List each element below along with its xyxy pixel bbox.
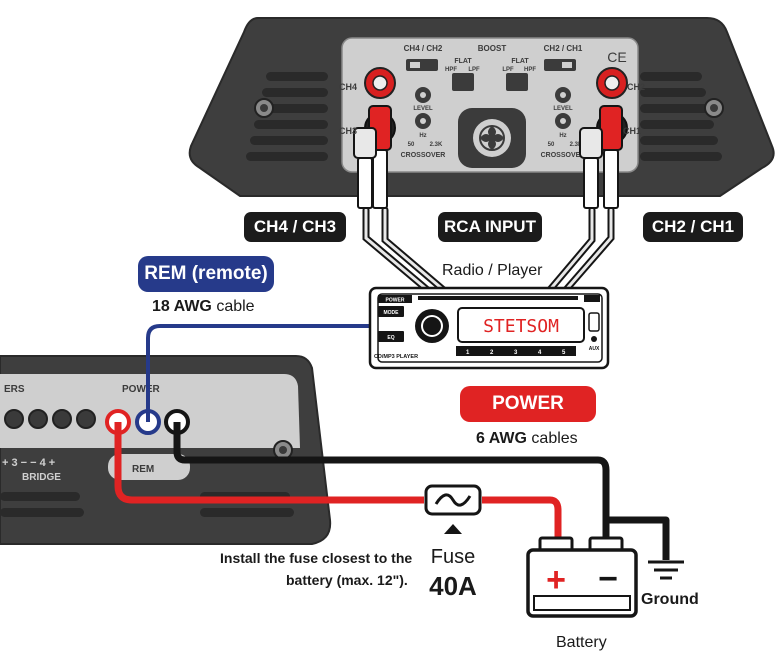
radio-volume-knob[interactable] bbox=[415, 309, 449, 343]
boost-label: BOOST bbox=[478, 44, 507, 53]
freq-knob-right[interactable] bbox=[555, 113, 571, 129]
freq-high-left: 2.3K bbox=[430, 142, 443, 148]
crossover-label-right: CROSSOVER bbox=[541, 152, 586, 159]
radio-preset-5[interactable]: 5 bbox=[562, 350, 566, 356]
power-cable-gauge: 6 AWG bbox=[476, 430, 527, 447]
screw-bottom-amp bbox=[273, 440, 293, 460]
screw-left bbox=[254, 98, 274, 118]
level-label-left: LEVEL bbox=[413, 106, 433, 112]
hpf-label-left: HPF bbox=[445, 67, 457, 73]
rem-cable-label: 18 AWG cable bbox=[152, 298, 255, 316]
speakers-tag: ERS bbox=[4, 384, 25, 395]
ground-label: Ground bbox=[641, 591, 699, 608]
ce-mark: CE bbox=[607, 49, 626, 65]
rem-tag: REM bbox=[132, 464, 154, 475]
fuse-note-line1: Install the fuse closest to the bbox=[220, 550, 413, 566]
rca-jack-ch2 bbox=[596, 67, 628, 99]
radio-display-text: STETSOM bbox=[483, 316, 559, 337]
rca-jack-ch4 bbox=[364, 67, 396, 99]
filter-switch-left[interactable] bbox=[452, 73, 474, 91]
rca-plug-ch1 bbox=[579, 127, 603, 209]
power-tag: POWER bbox=[122, 384, 161, 395]
fan-icon bbox=[458, 108, 526, 168]
channel-switch-right[interactable] bbox=[544, 59, 576, 71]
rca-input-label: RCA INPUT bbox=[438, 212, 542, 242]
ch43-label: CH4 / CH3 bbox=[244, 212, 346, 242]
radio-eq-button[interactable]: EQ bbox=[378, 331, 404, 342]
ground-icon bbox=[648, 560, 684, 580]
fuse-note-line2: battery (max. 12"). bbox=[286, 572, 408, 588]
screw-right bbox=[704, 98, 724, 118]
radio-preset-2[interactable]: 2 bbox=[490, 350, 494, 356]
lpf-label-left: LPF bbox=[468, 67, 480, 73]
hz-label-left: Hz bbox=[419, 133, 426, 139]
ground-wire bbox=[173, 422, 670, 560]
rem-wire bbox=[146, 324, 374, 422]
svg-text:MODE: MODE bbox=[384, 310, 400, 316]
svg-text:POWER: POWER bbox=[386, 298, 405, 304]
channel-switch-left[interactable] bbox=[406, 59, 438, 71]
rem-cable-text: cable bbox=[211, 298, 255, 315]
radio-eject-button[interactable] bbox=[584, 295, 600, 302]
bridge-channels: + 3 − − 4 + bbox=[2, 457, 55, 469]
radio-presets: 1 2 3 4 5 bbox=[466, 350, 566, 356]
radio-preset-3[interactable]: 3 bbox=[514, 350, 518, 356]
freq-high-right: 2.3K bbox=[570, 142, 583, 148]
rem-tag-box bbox=[108, 454, 190, 480]
left-channel-box: CH4 / CH2 bbox=[404, 44, 443, 53]
fuse-rating: 40A bbox=[429, 571, 477, 601]
positive-wire bbox=[114, 422, 562, 538]
rem-label: REM (remote) bbox=[138, 256, 274, 292]
bridge-label: BRIDGE bbox=[22, 472, 61, 483]
ch3-label: CH3 bbox=[339, 126, 357, 136]
radio-preset-1[interactable]: 1 bbox=[466, 350, 470, 356]
bottom-amplifier: ERS POWER REM + 3 − − 4 + BRIDGE bbox=[0, 355, 332, 545]
fuse-label: Fuse bbox=[431, 546, 475, 568]
aux-port-icon: AUX bbox=[589, 336, 600, 352]
rem-cable-gauge: 18 AWG bbox=[152, 298, 212, 315]
ch4-label: CH4 bbox=[339, 82, 357, 92]
power-label: POWER bbox=[460, 386, 596, 422]
top-amplifier: CH4 / CH2 CH2 / CH1 BOOST FLAT FLAT HPF … bbox=[188, 17, 775, 197]
ch21-label: CH2 / CH1 bbox=[643, 212, 743, 242]
rca-cables bbox=[362, 206, 615, 296]
battery-minus: − bbox=[598, 560, 618, 598]
flat-label-left: FLAT bbox=[454, 58, 472, 65]
top-amp-panel bbox=[341, 37, 639, 173]
ch2-label: CH2 bbox=[627, 82, 645, 92]
radio-player: POWER MODE EQ STETSOM AUX CD/MP3 PLAYER bbox=[368, 286, 610, 370]
hz-label-right: Hz bbox=[559, 133, 566, 139]
filter-switch-right[interactable] bbox=[506, 73, 528, 91]
level-knob-left[interactable] bbox=[415, 87, 431, 103]
radio-power-button[interactable]: POWER bbox=[378, 295, 412, 304]
ch1-label: CH1 bbox=[623, 126, 641, 136]
radio-player-label: Radio / Player bbox=[442, 262, 543, 279]
battery-plus: + bbox=[546, 561, 566, 599]
lpf-label-right: LPF bbox=[502, 67, 514, 73]
flat-label-right: FLAT bbox=[511, 58, 529, 65]
rca-plug-ch3 bbox=[353, 127, 377, 209]
svg-text:AUX: AUX bbox=[589, 346, 600, 352]
fuse-icon bbox=[424, 484, 482, 534]
battery-icon: + − bbox=[526, 536, 638, 618]
level-label-right: LEVEL bbox=[553, 106, 573, 112]
power-cable-text: cables bbox=[526, 430, 578, 447]
power-cable-label: 6 AWG cables bbox=[476, 430, 578, 448]
battery-label: Battery bbox=[556, 634, 607, 651]
radio-model: CD/MP3 PLAYER bbox=[374, 354, 418, 360]
usb-port-icon bbox=[588, 312, 600, 332]
radio-mode-button[interactable]: MODE bbox=[378, 306, 404, 317]
right-channel-box: CH2 / CH1 bbox=[544, 44, 583, 53]
freq-knob-left[interactable] bbox=[415, 113, 431, 129]
freq-low-right: 50 bbox=[548, 142, 555, 148]
crossover-label-left: CROSSOVER bbox=[401, 152, 446, 159]
radio-display bbox=[457, 307, 585, 343]
rca-plug-ch2 bbox=[599, 105, 623, 209]
hpf-label-right: HPF bbox=[524, 67, 536, 73]
level-knob-right[interactable] bbox=[555, 87, 571, 103]
svg-text:EQ: EQ bbox=[387, 335, 394, 341]
radio-preset-4[interactable]: 4 bbox=[538, 350, 542, 356]
freq-low-left: 50 bbox=[408, 142, 415, 148]
